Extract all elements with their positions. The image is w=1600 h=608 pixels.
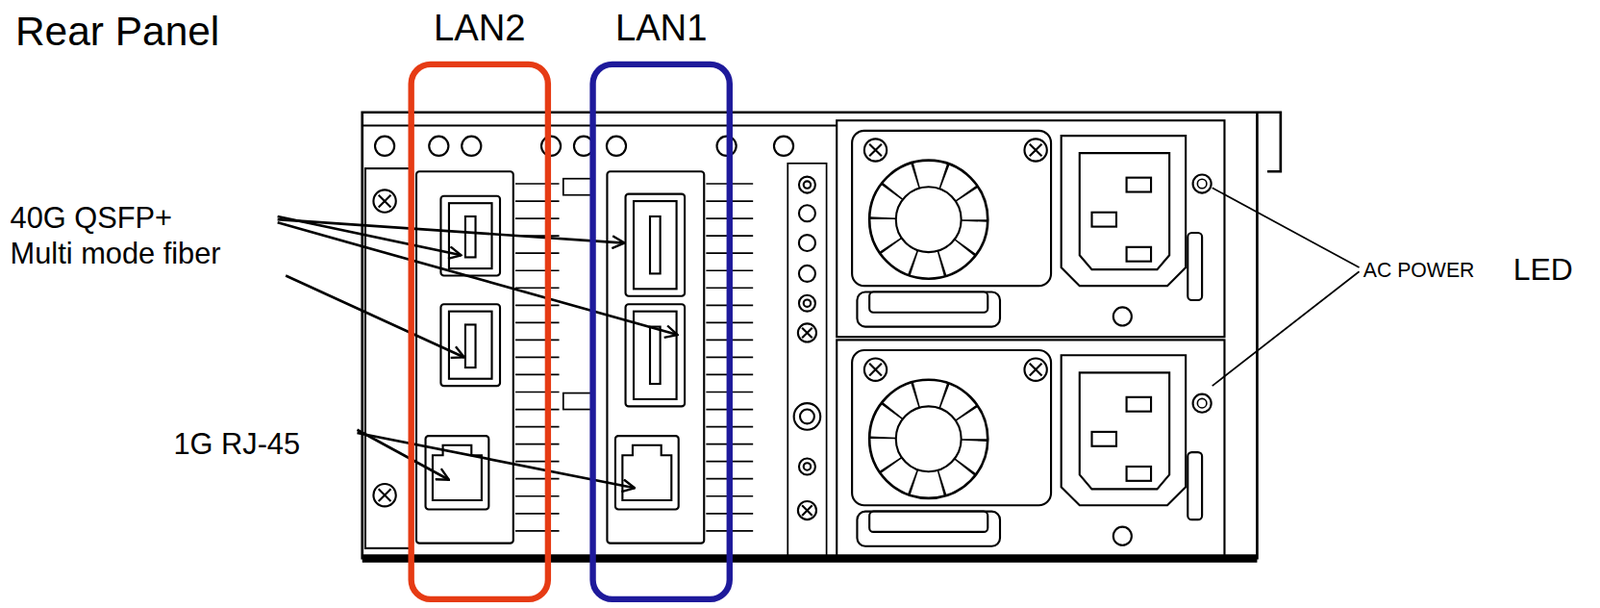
callout-arrow: [285, 275, 465, 358]
io-strip: [787, 163, 826, 557]
screw-cross: [378, 195, 392, 208]
rj45-socket: [622, 445, 672, 500]
strip-hole: [799, 457, 816, 475]
vent-hole: [461, 136, 481, 156]
vent-hole: [717, 136, 737, 156]
qsfp-slot: [465, 216, 476, 257]
qsfp-cage: [449, 311, 493, 379]
qsfp-cage: [449, 202, 493, 269]
card-bracket: [416, 171, 514, 543]
vent-hole: [428, 136, 449, 156]
group-heading: LAN1: [596, 5, 727, 50]
strip-hole: [799, 176, 816, 194]
qsfp-slot: [650, 326, 661, 384]
vent-hole: [774, 136, 794, 156]
screw: [373, 483, 396, 506]
power-supply-top: [836, 120, 1225, 337]
port-group-box: LAN2: [407, 61, 551, 602]
strip-hole-inner: [803, 299, 811, 306]
strip-hole-inner: [803, 462, 811, 470]
qsfp-cage: [633, 200, 677, 289]
screw: [798, 500, 817, 520]
screw-cross: [801, 504, 813, 516]
callout-arrows: [277, 216, 678, 488]
screw: [798, 323, 817, 342]
screw-cross: [801, 327, 813, 339]
rj45-port: [615, 435, 679, 509]
vent-hole: [606, 136, 626, 156]
jack: [794, 402, 822, 430]
callout-arrow: [277, 219, 625, 243]
jack-inner: [800, 409, 815, 425]
callout-label: 40G QSFP+ Multi mode fiber: [10, 200, 230, 272]
callout-label: AC POWER: [1363, 256, 1475, 281]
strip-hole: [799, 295, 816, 312]
qsfp-slot: [465, 324, 476, 368]
strip-hole-inner: [803, 180, 811, 188]
qsfp-port: [625, 303, 686, 406]
power-supply-bottom: [836, 339, 1225, 556]
callout-arrow: [277, 222, 678, 335]
callout-arrow: [356, 429, 450, 480]
strip-hole: [799, 265, 816, 282]
group-heading: LAN2: [414, 5, 546, 50]
panel-title: Rear Panel: [15, 5, 220, 55]
port-group-box: LAN1: [589, 61, 733, 602]
qsfp-port: [625, 194, 686, 297]
io-strip-parts: [794, 176, 822, 521]
vent-hole: [375, 136, 395, 156]
chassis-inner-edge: [362, 124, 837, 126]
screw: [373, 189, 396, 212]
qsfp-port: [440, 303, 500, 386]
screw-cross: [378, 488, 392, 501]
strip-hole: [799, 234, 816, 251]
chassis-outline: [362, 112, 1281, 560]
strip-hole: [799, 204, 816, 222]
qsfp-port: [440, 196, 500, 276]
qsfp-slot: [650, 216, 661, 274]
card-bracket: [606, 171, 704, 543]
callout-label: LED: [1513, 250, 1574, 288]
callout-label: 1G RJ-45: [173, 426, 300, 463]
led-leader-lines: [1212, 187, 1360, 386]
